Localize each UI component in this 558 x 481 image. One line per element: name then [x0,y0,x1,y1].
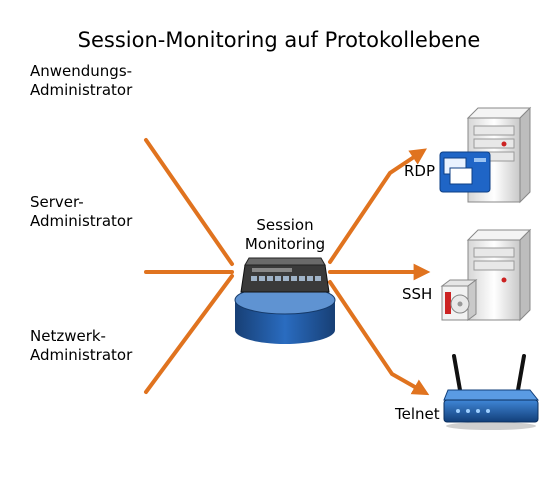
session-monitoring-appliance-icon [234,257,336,344]
arrow-hub-to-rdp [328,148,427,264]
hub-label: Session Monitoring [244,216,326,253]
ssh-server-icon [466,228,532,322]
protocol-label-ssh: SSH [402,285,433,303]
arrow-admin3-to-hub [144,274,234,394]
terminal-box-icon [440,279,478,321]
protocol-label-rdp: RDP [404,162,436,180]
admin-label-server: Server- Administrator [30,193,133,230]
arrow-hub-to-telnet [328,280,430,396]
telnet-router-icon [443,354,540,430]
admin-label-anwendungs: Anwendungs- Administrator [30,62,133,99]
connection-arrows [144,138,431,396]
remote-desktop-window-icon [439,151,491,193]
protocol-label-telnet: Telnet [395,405,440,423]
arrow-admin1-to-hub [144,138,234,266]
diagram-title: Session-Monitoring auf Protokollebene [77,28,481,52]
admin-label-netzwerk: Netzwerk- Administrator [30,327,133,364]
